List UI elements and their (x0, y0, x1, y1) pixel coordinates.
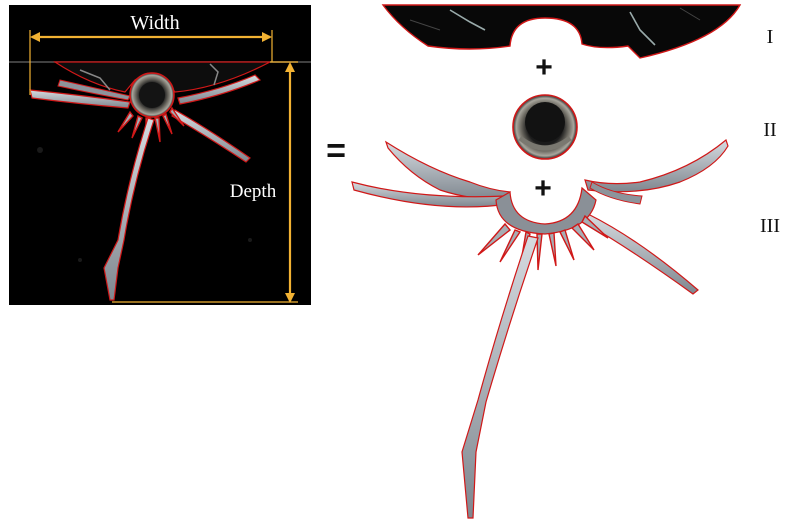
plus-sign-1: + (535, 51, 553, 84)
component-cracks (351, 138, 729, 519)
component-label-ii: II (763, 119, 776, 141)
plus-sign-2: + (534, 172, 552, 205)
specimen-background (9, 5, 311, 305)
specimen-crack-lower-right (171, 109, 251, 163)
component-spall (381, 4, 742, 59)
component-label-iii: III (760, 215, 780, 237)
specimen-crack-upper-left (57, 79, 131, 101)
width-dimension (29, 30, 273, 95)
specimen-crack-right (177, 74, 262, 105)
component-label-i: I (767, 26, 774, 48)
width-label: Width (130, 12, 179, 34)
original-specimen-panel: Width Depth (9, 5, 311, 305)
equals-sign: = (326, 132, 346, 170)
component-hole (512, 94, 578, 160)
depth-dimension (112, 61, 298, 303)
specimen-crack-left (29, 89, 131, 109)
specimen-crack-main (103, 117, 155, 301)
depth-label: Depth (230, 181, 277, 202)
